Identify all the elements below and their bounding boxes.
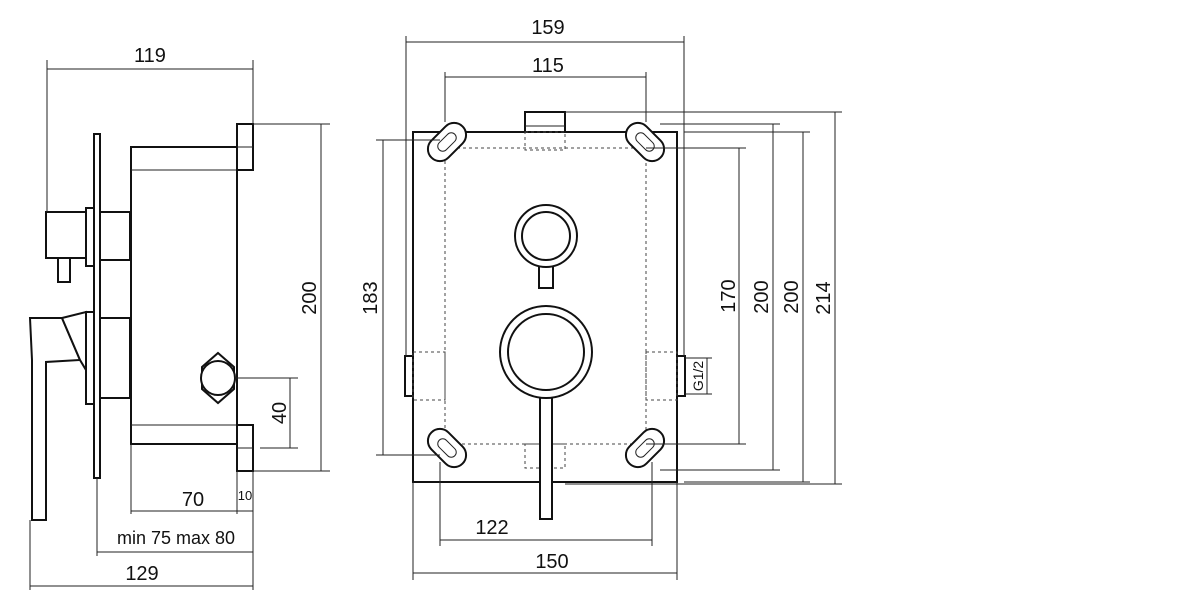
- front-view: 159 115 183 170 200: [360, 17, 842, 580]
- dim-label-g12: G1/2: [690, 361, 706, 392]
- front-inner-dashed-box: [444, 147, 647, 445]
- side-upper-knob: [45, 211, 87, 259]
- side-cover-plate: [93, 133, 101, 479]
- dim-label-150: 150: [535, 551, 568, 573]
- dim-side-129: 129: [29, 520, 254, 590]
- front-right-inlet-cap: [676, 355, 686, 397]
- front-mount-tab-top-right: [624, 121, 666, 163]
- side-lever-handle: [28, 317, 82, 521]
- dim-front-183: 183: [360, 139, 440, 456]
- dim-label-200b: 200: [781, 280, 803, 313]
- front-lever-handle: [539, 394, 553, 520]
- front-top-outlet-dashed: [524, 131, 566, 151]
- dim-label-214: 214: [813, 281, 835, 314]
- front-right-inlet-dashed: [645, 351, 678, 401]
- dim-front-thread: G1/2: [685, 357, 712, 395]
- dim-side-70: 70 10: [130, 444, 254, 514]
- side-upper-spindle: [99, 211, 131, 261]
- dim-side-min-max: min 75 max 80: [96, 478, 254, 556]
- side-upper-rosette: [85, 207, 95, 267]
- dim-front-159: 159: [405, 17, 685, 356]
- dim-label-122: 122: [475, 517, 508, 539]
- dim-side-200: 200: [253, 123, 330, 472]
- dim-label-10: 10: [238, 488, 252, 503]
- dim-label-159: 159: [531, 17, 564, 39]
- dim-label-119: 119: [134, 45, 166, 67]
- side-view: 119 200 40 70 10 mi: [28, 45, 330, 590]
- dim-label-129: 129: [125, 563, 158, 585]
- dim-label-170: 170: [718, 279, 740, 312]
- dim-side-40: 40: [235, 377, 298, 449]
- side-lower-rosette: [85, 311, 95, 405]
- dim-front-115: 115: [444, 55, 647, 122]
- front-left-inlet-dashed: [412, 351, 446, 401]
- side-lower-spindle: [99, 317, 131, 399]
- side-hex-bore: [200, 360, 236, 396]
- dim-front-122: 122: [439, 462, 653, 546]
- dim-front-150: 150: [412, 482, 678, 580]
- dim-label-side-200: 200: [299, 281, 321, 314]
- dim-front-170: 170: [646, 147, 746, 445]
- front-lever-inner: [507, 313, 585, 391]
- dim-label-200a: 200: [751, 280, 773, 313]
- front-upper-knob-inner: [521, 211, 571, 261]
- dim-label-70: 70: [182, 489, 204, 511]
- dim-front-200b: 200: [684, 131, 810, 483]
- dim-label-40: 40: [269, 402, 291, 424]
- side-upper-knob-stem: [57, 257, 71, 283]
- dim-side-119: 119: [46, 45, 254, 212]
- front-top-outlet: [524, 111, 566, 133]
- dim-label-115: 115: [532, 55, 564, 77]
- dim-label-183: 183: [360, 281, 382, 314]
- front-mount-tab-top-left: [426, 121, 468, 163]
- dim-label-min-max: min 75 max 80: [117, 528, 235, 548]
- front-mount-tab-bottom-left: [426, 427, 468, 469]
- front-left-inlet-cap: [404, 355, 414, 397]
- dim-front-200a: 200: [660, 123, 780, 471]
- dim-front-214: 214: [565, 111, 842, 485]
- front-mount-tab-bottom-right: [624, 427, 666, 469]
